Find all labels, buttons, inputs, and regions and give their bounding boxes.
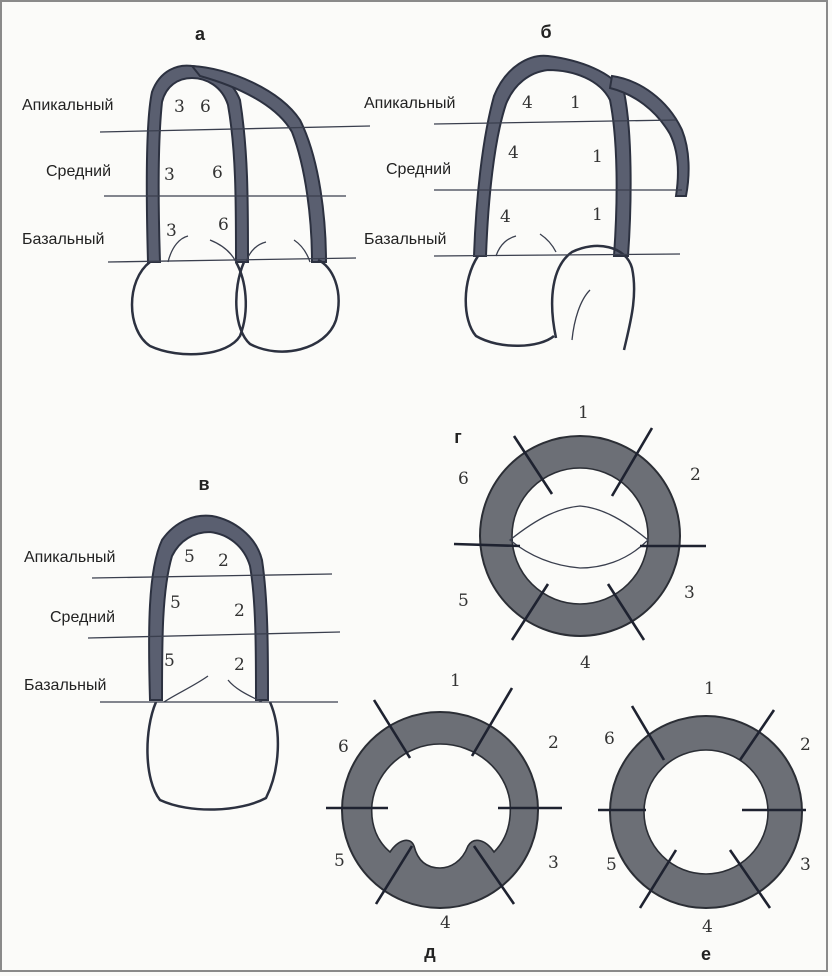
segment-number: 5 bbox=[458, 591, 469, 611]
segment-number: 3 bbox=[548, 853, 559, 873]
valve-leaflet bbox=[210, 240, 236, 262]
aorta-inner-line bbox=[572, 290, 590, 340]
panel-label-v: в bbox=[198, 474, 209, 494]
segment-number: 6 bbox=[200, 97, 211, 117]
valve-leaflet bbox=[496, 236, 516, 256]
segment-number: 1 bbox=[570, 93, 581, 113]
segment-number: 2 bbox=[690, 465, 701, 485]
level-label-apical: Апикальный bbox=[24, 549, 115, 566]
segment-number: 5 bbox=[334, 851, 345, 871]
level-label-middle: Средний bbox=[50, 609, 115, 626]
level-label-basal: Базальный bbox=[364, 231, 446, 248]
segment-number: 3 bbox=[166, 221, 177, 241]
segment-number: 2 bbox=[234, 655, 245, 675]
segment-number: 4 bbox=[580, 653, 591, 673]
lv-wall-v bbox=[149, 516, 268, 700]
segment-number: 1 bbox=[592, 205, 603, 225]
segment-number: 4 bbox=[508, 143, 519, 163]
aorta-b bbox=[552, 246, 634, 350]
segment-number: 6 bbox=[604, 729, 615, 749]
segment-number: 1 bbox=[704, 679, 715, 699]
segment-number: 2 bbox=[800, 735, 811, 755]
level-label-middle: Средний bbox=[46, 163, 111, 180]
segment-number: 1 bbox=[592, 147, 603, 167]
level-label-middle: Средний bbox=[386, 161, 451, 178]
valve-leaflet bbox=[164, 676, 208, 702]
panel-g: г 1 2 3 4 5 6 bbox=[454, 403, 706, 673]
panel-d: д 1 2 3 4 5 6 bbox=[326, 671, 562, 962]
level-label-apical: Апикальный bbox=[22, 97, 113, 114]
segment-number: 3 bbox=[684, 583, 695, 603]
basal-level-line bbox=[434, 254, 680, 256]
panel-a: а Апикальный Средний Базальный 3 6 3 6 3… bbox=[22, 24, 370, 354]
panel-label-d: д bbox=[424, 942, 436, 962]
panel-b: б Апикальный Средний Базальный 4 1 4 1 4… bbox=[364, 22, 689, 350]
segment-number: 2 bbox=[234, 601, 245, 621]
panel-e: е 1 2 3 4 5 6 bbox=[598, 679, 811, 964]
level-label-basal: Базальный bbox=[22, 231, 104, 248]
level-label-apical: Апикальный bbox=[364, 95, 455, 112]
segment-number: 5 bbox=[170, 593, 181, 613]
segment-number: 6 bbox=[212, 163, 223, 183]
segment-number: 5 bbox=[164, 651, 175, 671]
apical-level-line bbox=[434, 120, 676, 124]
segment-number: 4 bbox=[702, 917, 713, 937]
segment-number: 4 bbox=[522, 93, 533, 113]
segment-number: 4 bbox=[500, 207, 511, 227]
lumen-e bbox=[644, 750, 768, 874]
panel-label-g: г bbox=[454, 427, 462, 447]
valve-leaflet bbox=[540, 234, 556, 252]
segment-number: 1 bbox=[578, 403, 589, 423]
panel-label-e: е bbox=[701, 944, 711, 964]
panel-label-b: б bbox=[540, 22, 551, 42]
apical-level-line bbox=[92, 574, 332, 578]
lumen-g bbox=[512, 468, 648, 604]
segment-number: 6 bbox=[218, 215, 229, 235]
segment-number: 3 bbox=[164, 165, 175, 185]
segment-number: 3 bbox=[800, 855, 811, 875]
lv-wall-b bbox=[474, 56, 631, 256]
middle-level-line bbox=[88, 632, 340, 638]
left-atrium-b bbox=[466, 256, 554, 346]
right-atrium-a bbox=[236, 260, 338, 352]
segment-number: 3 bbox=[174, 97, 185, 117]
atrium-v bbox=[147, 702, 277, 810]
level-label-basal: Базальный bbox=[24, 677, 106, 694]
segment-number: 2 bbox=[548, 733, 559, 753]
lv-wall-a bbox=[147, 66, 248, 262]
segment-number: 5 bbox=[184, 547, 195, 567]
panel-label-a: а bbox=[195, 24, 206, 44]
segment-number: 1 bbox=[450, 671, 461, 691]
left-atrium-a bbox=[132, 262, 246, 354]
segment-number: 5 bbox=[606, 855, 617, 875]
segment-number: 6 bbox=[338, 737, 349, 757]
segment-number: 6 bbox=[458, 469, 469, 489]
panel-v: в Апикальный Средний Базальный 5 2 5 2 5… bbox=[24, 474, 340, 810]
segment-number: 4 bbox=[440, 913, 451, 933]
segment-number: 2 bbox=[218, 551, 229, 571]
